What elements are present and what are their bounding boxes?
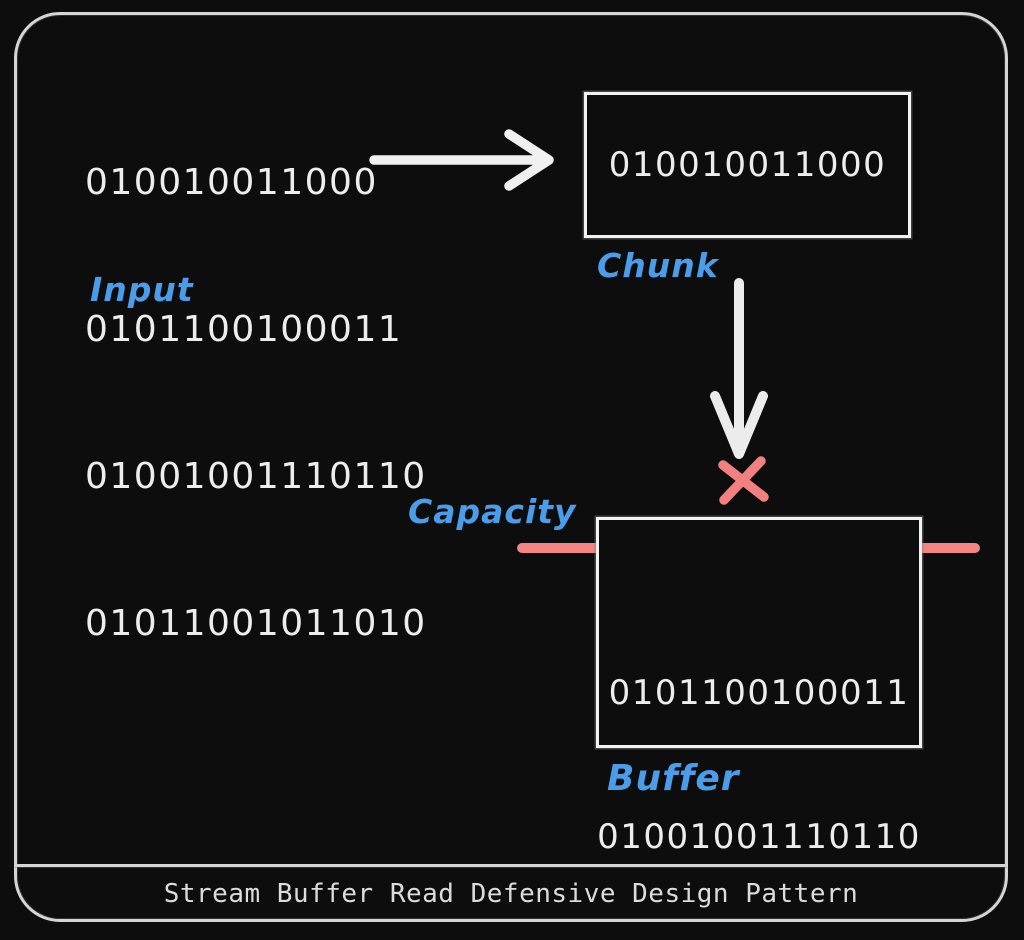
chunk-box: 010010011000 — [584, 92, 911, 238]
caption: Stream Buffer Read Defensive Design Patt… — [163, 879, 859, 909]
arrow-down-icon — [710, 278, 768, 459]
input-binary-line: 0101100100011 — [85, 309, 403, 350]
buffer-label: Buffer — [607, 758, 740, 799]
capacity-label: Capacity — [408, 492, 577, 531]
chunk-label: Chunk — [597, 246, 719, 285]
buffer-box — [596, 517, 922, 748]
input-binary-line: 01001001110110 — [85, 456, 427, 497]
input-label: Input — [90, 270, 194, 309]
x-mark-icon — [718, 456, 769, 505]
input-binary-line: 01011001011010 — [85, 603, 427, 644]
buffer-binary-line: 01001001110110 — [597, 817, 921, 857]
arrow-right-icon — [369, 129, 554, 191]
footer-divider — [15, 864, 1007, 867]
buffer-binary-line: 0101100100011 — [608, 673, 910, 713]
outer-frame — [14, 12, 1008, 922]
input-binary-block: 010010011000 0101100100011 0100100111011… — [85, 60, 427, 746]
chunk-value: 010010011000 — [608, 145, 887, 185]
input-binary-line: 010010011000 — [85, 162, 378, 203]
buffer-binary-block: 0101100100011 01001001110110 01011001011… — [596, 573, 922, 940]
